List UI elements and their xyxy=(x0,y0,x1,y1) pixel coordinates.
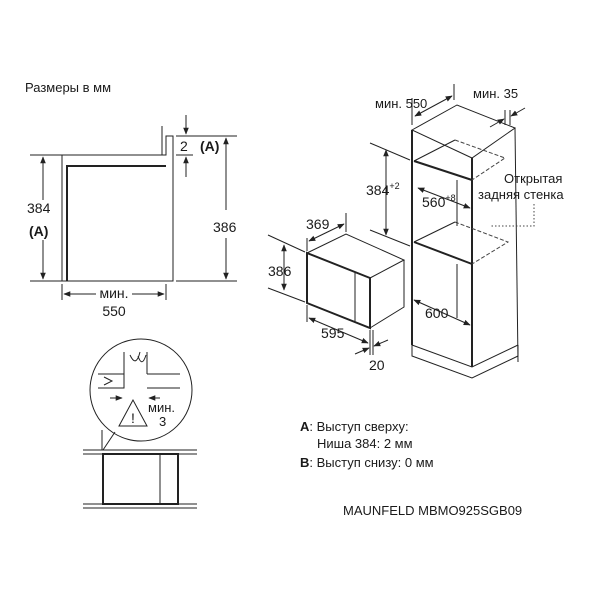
open-back-line2: задняя стенка xyxy=(478,187,564,202)
notes: A: Выступ сверху: Ниша 384: 2 мм B: Выст… xyxy=(300,419,434,470)
niche-height-note: (A) xyxy=(29,223,48,239)
cabinet-depth-label: мин. 550 xyxy=(375,96,427,111)
note-a-detail: Ниша 384: 2 мм xyxy=(317,436,413,451)
device-width-label: 595 xyxy=(321,325,345,341)
niche-height-label: 384 xyxy=(27,200,51,216)
note-a: A: Выступ сверху: xyxy=(300,419,409,434)
open-back-line1: Открытая xyxy=(504,171,562,186)
front-thickness-label: 20 xyxy=(369,357,385,373)
width-min-value: 550 xyxy=(102,303,126,319)
total-height-label: 386 xyxy=(213,219,237,235)
detail-view: ! мин. 3 xyxy=(83,338,197,509)
protrusion-note: (A) xyxy=(200,138,219,154)
gap-min-value: 3 xyxy=(159,414,166,429)
niche-width-label: 560+8 xyxy=(422,193,456,210)
gap-min-label: мин. xyxy=(148,400,175,415)
device-depth-label: 369 xyxy=(306,216,330,232)
width-min-label: мин. xyxy=(99,285,128,301)
svg-text:!: ! xyxy=(131,410,135,426)
protrusion-label: 2 xyxy=(180,138,188,154)
warning-icon: ! xyxy=(118,398,148,427)
model-name: MAUNFELD MBMO925SGB09 xyxy=(343,503,522,518)
cabinet-iso: мин. 550 мин. 35 384+2 560+8 Открытая за… xyxy=(366,84,564,379)
rear-gap-label: мин. 35 xyxy=(473,86,518,101)
device-height-label: 386 xyxy=(268,263,292,279)
cabinet-width-label: 600 xyxy=(425,305,449,321)
note-b: B: Выступ снизу: 0 мм xyxy=(300,455,434,470)
microwave-iso: 369 386 595 20 xyxy=(267,213,406,373)
units-title: Размеры в мм xyxy=(25,80,111,95)
niche-height-iso-label: 384+2 xyxy=(366,181,400,198)
side-view: 384 (A) 386 2 (A) мин. 550 xyxy=(27,115,237,319)
